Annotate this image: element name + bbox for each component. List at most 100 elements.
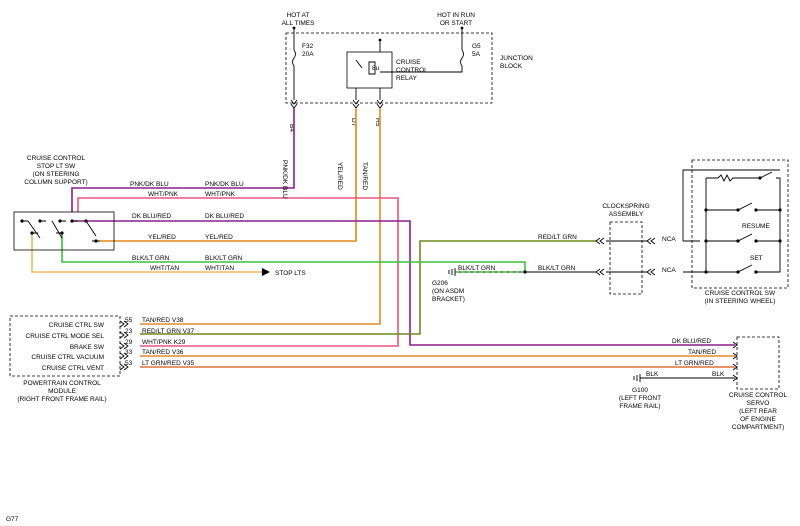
- pcm-row-5-wire: LT GRN/RED V35: [142, 360, 195, 367]
- clockspring-label-1: CLOCKSPRING: [602, 203, 649, 210]
- relay-label-1: CRUISE: [396, 59, 421, 66]
- wire-labels: PNK/DK BLU PNK/DK BLU WHT/PNK WHT/PNK DK…: [130, 160, 725, 378]
- pcm-row-3-pin: 29: [125, 339, 133, 346]
- powertrain-control-module: CRUISE CTRL SW CRUISE CTRL MODE SEL BRAK…: [9, 315, 195, 403]
- label-dkblu-servo: DK BLU/RED: [672, 338, 711, 345]
- label-blk-g100: BLK: [646, 371, 659, 378]
- pcm-row-4-name: CRUISE CTRL VACUUM: [31, 354, 104, 361]
- wire-tan-red-v38: [140, 108, 381, 325]
- pcm-row-1-name: CRUISE CTRL SW: [49, 322, 105, 329]
- hot-at-label-2: ALL TIMES: [282, 20, 316, 27]
- stop-sw-box: [13, 211, 115, 251]
- junction-block: HOT AT ALL TIMES HOT IN RUN OR START F32…: [282, 12, 534, 132]
- label-redgrn: RED/LT GRN: [538, 234, 577, 241]
- relay-code: 8u: [372, 65, 380, 72]
- pcm-row-1-pin: 55: [125, 317, 133, 324]
- hot-run-label-2: OR START: [440, 20, 472, 27]
- label-blkgrn-right: BLK/LT GRN: [205, 255, 243, 262]
- pcm-row-1-wire: TAN/RED V38: [142, 317, 184, 324]
- ground-g100: G100 (LEFT FRONT FRAME RAIL): [619, 374, 661, 410]
- cruise-control-servo: CRUISE CONTROL SERVO (LEFT REAR OF ENGIN…: [729, 336, 788, 431]
- cruise-sw-outline: [691, 159, 789, 289]
- stop-sw-title-1: CRUISE CONTROL: [27, 155, 86, 162]
- clockspring-outline: [609, 221, 643, 295]
- label-dkblu-right: DK BLU/RED: [205, 213, 244, 220]
- label-whtpnk-left: WHT/PNK: [148, 191, 179, 198]
- servo-title-3: (LEFT REAR: [739, 408, 777, 415]
- fuse-f32-rating: 20A: [302, 51, 314, 58]
- label-blkgrn-left: BLK/LT GRN: [132, 255, 170, 262]
- cruise-sw-title-1: CRUISE CONTROL SW: [705, 290, 776, 297]
- ground-g206: G206 (ON ASDM BRACKET): [432, 268, 527, 303]
- junction-label-2: BLOCK: [500, 63, 523, 70]
- label-tan-servo: TAN/RED: [688, 349, 716, 356]
- servo-connectors: [732, 341, 738, 382]
- label-nca-2: NCA: [662, 267, 676, 274]
- clockspring: CLOCKSPRING ASSEMBLY: [595, 203, 700, 295]
- stop-sw-title-2: STOP LT SW: [37, 163, 76, 170]
- label-dkblu-left: DK BLU/RED: [132, 213, 171, 220]
- junction-label-1: JUNCTION: [500, 55, 533, 62]
- resume-label: RESUME: [742, 223, 770, 230]
- hot-at-label-1: HOT AT: [287, 12, 310, 19]
- pcm-title-1: POWERTRAIN CONTROL: [23, 380, 101, 387]
- pcm-title-3: (RIGHT FRONT FRAME RAIL): [17, 396, 106, 403]
- clockspring-label-2: ASSEMBLY: [609, 211, 644, 218]
- pin-d7: D7: [350, 118, 357, 127]
- label-whtpnk-right: WHT/PNK: [205, 191, 236, 198]
- ground-g206-icon: [448, 268, 456, 276]
- label-nca-1: NCA: [662, 236, 676, 243]
- junction-block-outline: [285, 32, 493, 104]
- label-stop-lts: STOP LTS: [275, 270, 306, 277]
- pcm-connectors: [119, 320, 129, 371]
- set-label: SET: [750, 255, 763, 262]
- fuse-g5-label: G5: [472, 43, 481, 50]
- pcm-row-3-wire: WHT/PNK K29: [142, 339, 186, 346]
- servo-outline: [736, 336, 780, 390]
- label-blkgrn-ground: BLK/LT GRN: [458, 265, 496, 272]
- relay-contacts: [355, 40, 381, 100]
- stop-sw-contacts: [22, 220, 100, 242]
- pcm-row-2-pin: 23: [125, 328, 133, 335]
- stop-sw-title-3: (ON STEERING: [33, 171, 80, 178]
- stop-lamp-switch: CRUISE CONTROL STOP LT SW (ON STEERING C…: [13, 155, 115, 251]
- hot-run-label-1: HOT IN RUN: [437, 12, 475, 19]
- label-ltgrn-servo: LT GRN/RED: [675, 360, 714, 367]
- cruise-relay-box: [346, 51, 393, 89]
- pcm-row-2-wire: RED/LT GRN V37: [142, 328, 195, 335]
- label-whttan-left: WHT/TAN: [150, 265, 179, 272]
- pcm-row-4-pin: 33: [125, 349, 133, 356]
- stop-lts-arrow-icon: [262, 268, 270, 276]
- cruise-sw-circuit: [682, 169, 781, 273]
- pcm-row-5-pin: 53: [125, 360, 133, 367]
- fuse-f32-label: F32: [302, 43, 314, 50]
- wire-wht-tan: [31, 233, 262, 273]
- servo-title-5: COMPARTMENT): [732, 424, 784, 431]
- pin-b4: B4: [288, 124, 295, 132]
- servo-title-1: CRUISE CONTROL: [729, 392, 788, 399]
- g206-label-1: G206: [432, 280, 448, 287]
- servo-title-2: SERVO: [747, 400, 770, 407]
- cruise-control-switch: RESUME SET CRUISE CONTROL SW (IN STEERIN…: [682, 159, 789, 305]
- wire-blk-lt-grn: [61, 233, 526, 272]
- label-pnk-right: PNK/DK BLU: [205, 181, 244, 188]
- pcm-row-2-name: CRUISE CTRL MODE SEL: [26, 333, 105, 340]
- g100-label-1: G100: [632, 387, 648, 394]
- cruise-sw-title-2: (IN STEERING WHEEL): [705, 298, 776, 305]
- pcm-row-5-name: CRUISE CTRL VENT: [42, 365, 104, 372]
- fuse-f32-symbol: [292, 28, 296, 100]
- g100-label-2: (LEFT FRONT: [619, 395, 661, 402]
- pcm-row-3-name: BRAKE SW: [70, 344, 105, 351]
- fuse-g5-rating: 5A: [472, 51, 481, 58]
- g206-label-2: (ON ASDM: [432, 288, 464, 295]
- pcm-row-4-wire: TAN/RED V36: [142, 349, 184, 356]
- wire-dk-blu-red: [72, 220, 735, 346]
- wire-pnk-dk-blu: [71, 108, 295, 212]
- wire-yel-red: [100, 108, 357, 242]
- pcm-title-2: MODULE: [48, 388, 76, 395]
- stop-sw-title-4: COLUMN SUPPORT): [24, 179, 87, 186]
- label-pnk-vertical: PNK/DK BLU: [281, 160, 288, 199]
- wire-red-lt-grn: [140, 240, 596, 335]
- g206-label-3: BRACKET): [432, 296, 465, 303]
